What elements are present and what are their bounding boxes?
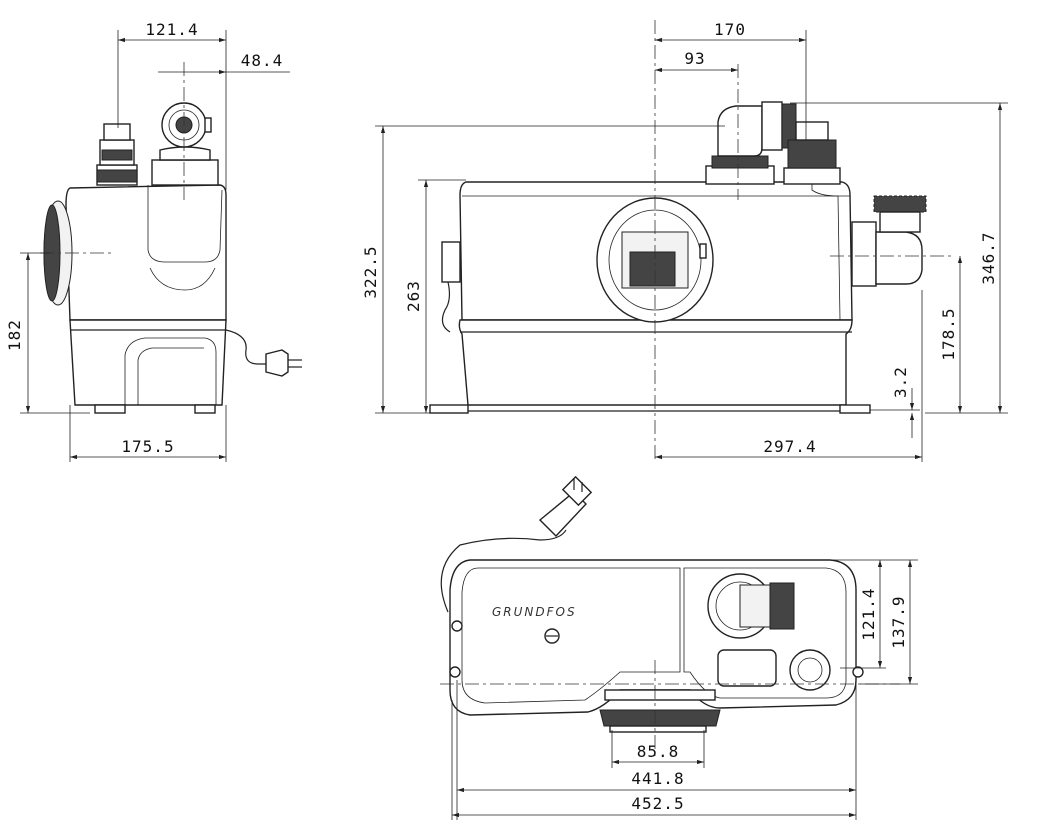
front-dim-322-5: 322.5 (361, 245, 380, 298)
front-dim-178-5: 178.5 (939, 307, 958, 360)
top-dim-441-8: 441.8 (631, 769, 684, 788)
front-view: 170 93 322.5 263 346.7 178.5 3.2 297.4 (361, 20, 1008, 462)
side-dim-182: 182 (5, 319, 24, 351)
brand-logo: GRUNDFOS (492, 605, 577, 619)
front-dim-346-7: 346.7 (979, 231, 998, 284)
side-dim-48-4: 48.4 (241, 51, 284, 70)
top-dim-137-9: 137.9 (889, 595, 908, 648)
top-dim-452-5: 452.5 (631, 794, 684, 813)
top-dim-85-8: 85.8 (637, 742, 680, 761)
front-dim-170: 170 (714, 20, 746, 39)
side-view: 121.4 48.4 182 175.5 (5, 20, 302, 462)
front-dim-3-2: 3.2 (891, 366, 910, 398)
side-dim-121-4: 121.4 (145, 20, 198, 39)
front-dim-297-4: 297.4 (763, 437, 816, 456)
side-dim-175-5: 175.5 (121, 437, 174, 456)
front-dim-93: 93 (684, 49, 705, 68)
top-dim-121-4: 121.4 (859, 587, 878, 640)
top-view: GRUNDFOS 121.4 137.9 (440, 475, 918, 820)
front-dim-263: 263 (404, 280, 423, 312)
